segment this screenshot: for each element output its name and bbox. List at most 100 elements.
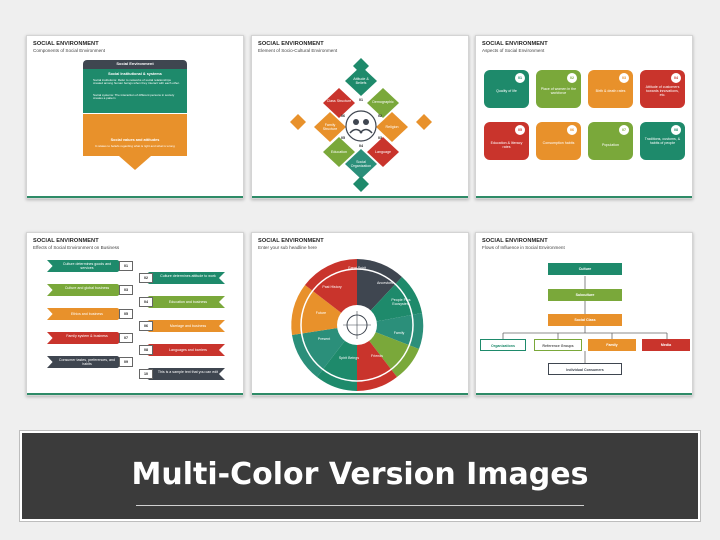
social-class-box: Social Class bbox=[548, 314, 622, 326]
organizations-box: Organizations bbox=[480, 339, 526, 351]
slide-title: SOCIAL ENVIRONMENT bbox=[33, 41, 99, 47]
diamond-top-right bbox=[367, 88, 399, 118]
effect-left-5 bbox=[47, 308, 127, 320]
segment-label: Present bbox=[317, 337, 331, 341]
card-number: 08 bbox=[671, 125, 681, 135]
effect-label: Family system & business bbox=[66, 334, 108, 338]
slide-subtitle: Enter your sub headline here bbox=[258, 245, 317, 250]
effect-right-8 bbox=[139, 344, 225, 356]
effect-number: 10 bbox=[139, 369, 153, 379]
label-education: Education bbox=[331, 150, 347, 154]
orange-panel bbox=[83, 114, 187, 156]
banner-title: Multi-Color Version Images bbox=[131, 457, 589, 492]
effect-label: Consumer tastes, preferences, and habits bbox=[58, 358, 116, 367]
flow-connectors bbox=[502, 276, 668, 363]
people-icon bbox=[349, 128, 373, 134]
slide-thumbnail-1[interactable]: SOCIAL ENVIRONMENT Components of Social … bbox=[26, 35, 244, 199]
card-label: Birth & death rates bbox=[595, 89, 626, 93]
aspect-card-4: 04 Attitude of customers towards innovat… bbox=[640, 70, 685, 108]
label-social-organization: Social Organization bbox=[350, 160, 372, 169]
card-number: 03 bbox=[619, 73, 629, 83]
segment-ancestors bbox=[357, 277, 422, 325]
effect-number: 01 bbox=[119, 261, 133, 271]
slide-thumbnail-6[interactable]: SOCIAL ENVIRONMENT Flows of Influence in… bbox=[475, 232, 693, 396]
green-bullet-2: Social systems: The interaction of diffe… bbox=[93, 93, 175, 101]
segment-present bbox=[292, 325, 357, 377]
socio-cultural-diagram bbox=[290, 58, 432, 192]
header-box bbox=[83, 60, 187, 69]
orange-text: It relates to beliefs regarding what is … bbox=[95, 144, 175, 148]
effect-label: Languages and barriers bbox=[169, 348, 207, 352]
effect-label: Culture determines goods and services bbox=[62, 262, 112, 271]
segment-label: Spirit Beings bbox=[338, 356, 360, 360]
card-number: 05 bbox=[515, 125, 525, 135]
number-01: 01 bbox=[359, 98, 363, 102]
slide-subtitle: Effects of Social Environment on Busines… bbox=[33, 245, 120, 250]
slide-title: SOCIAL ENVIRONMENT bbox=[33, 238, 99, 244]
orange-heading: Social values and attitudes bbox=[110, 138, 160, 142]
slide-thumbnail-5[interactable]: SOCIAL ENVIRONMENT Enter your sub headli… bbox=[251, 232, 469, 396]
slide-bottom-bar bbox=[252, 196, 468, 198]
effect-left-1 bbox=[47, 260, 127, 272]
slide-thumbnail-3[interactable]: SOCIAL ENVIRONMENT Aspects of Social Env… bbox=[475, 35, 693, 199]
diamond-left bbox=[314, 112, 346, 142]
segment-label: People Plus Ecosystem bbox=[391, 298, 411, 307]
number-04: 04 bbox=[359, 144, 363, 148]
green-heading: Social Institutional & systems bbox=[108, 72, 162, 76]
card-label: Quality of life bbox=[496, 89, 517, 93]
effect-right-4 bbox=[139, 296, 225, 308]
culture-box: Culture bbox=[548, 263, 622, 275]
effect-right-6 bbox=[139, 320, 225, 332]
segment-label: Future bbox=[315, 311, 327, 315]
inner-ring bbox=[300, 268, 414, 382]
segment-label: Past History bbox=[322, 285, 342, 289]
diamond-bottom bbox=[345, 149, 377, 179]
card-number: 04 bbox=[671, 73, 681, 83]
label-religion: Religion bbox=[385, 125, 399, 129]
effect-number: 02 bbox=[139, 273, 153, 283]
effect-label: Education and business bbox=[168, 300, 208, 304]
label-demographic: Demographic bbox=[372, 100, 394, 104]
icon-diamond-left bbox=[290, 114, 306, 130]
slide-thumbnail-2[interactable]: SOCIAL ENVIRONMENT Element of Socio-Cult… bbox=[251, 35, 469, 199]
card-label: Consumption habits bbox=[542, 141, 575, 145]
segment-label: Family bbox=[393, 331, 405, 335]
effect-label: Ethics and business bbox=[71, 312, 103, 316]
label-class-structure: Class Structure bbox=[326, 99, 352, 103]
family-box: Family bbox=[588, 339, 636, 351]
aspect-card-2: 02 Place of women in the workforce bbox=[536, 70, 581, 108]
effect-number: 06 bbox=[139, 321, 153, 331]
number-03: 03 bbox=[378, 136, 382, 140]
diamond-bottom-right bbox=[367, 137, 399, 167]
aspect-card-8: 08 Traditions, customs, & habits of peop… bbox=[640, 122, 685, 160]
diamond-top-left bbox=[323, 88, 355, 118]
circle-diagram bbox=[291, 259, 424, 391]
effect-right-10 bbox=[139, 368, 225, 380]
effect-left-9 bbox=[47, 356, 127, 368]
segment-past-history bbox=[305, 259, 357, 325]
segment-family bbox=[357, 325, 419, 377]
card-label: Attitude of customers towards innovation… bbox=[645, 85, 680, 98]
effect-number: 08 bbox=[139, 345, 153, 355]
slide-thumbnail-4[interactable]: SOCIAL ENVIRONMENT Effects of Social Env… bbox=[26, 232, 244, 396]
person-icon bbox=[353, 119, 359, 125]
effect-number: 07 bbox=[119, 333, 133, 343]
label-family-structure: Family Structure bbox=[322, 123, 338, 132]
aspect-card-1: 01 Quality of life bbox=[484, 70, 529, 108]
icon-diamond-top bbox=[353, 58, 369, 74]
slide-title: SOCIAL ENVIRONMENT bbox=[482, 41, 548, 47]
segment-label: Friends bbox=[371, 354, 383, 358]
slide-subtitle: Element of Socio-Cultural Environment bbox=[258, 48, 338, 53]
reference-groups-box: Reference Groups bbox=[534, 339, 582, 351]
effect-label: Culture determines attitude to work bbox=[160, 274, 216, 278]
banner-underline bbox=[136, 505, 584, 506]
card-label: Place of women in the workforce bbox=[540, 87, 577, 96]
icon-diamond-bottom bbox=[353, 176, 369, 192]
down-arrow-shape bbox=[119, 156, 151, 170]
icon-diamond-right bbox=[416, 114, 432, 130]
label-attitude: Attitude & Beliefs bbox=[353, 77, 369, 86]
aspect-card-3: 03 Birth & death rates bbox=[588, 70, 633, 108]
aspect-card-7: 07 Population bbox=[588, 122, 633, 160]
slide-bottom-bar bbox=[27, 393, 243, 395]
header-label: Social Environment bbox=[116, 61, 154, 66]
